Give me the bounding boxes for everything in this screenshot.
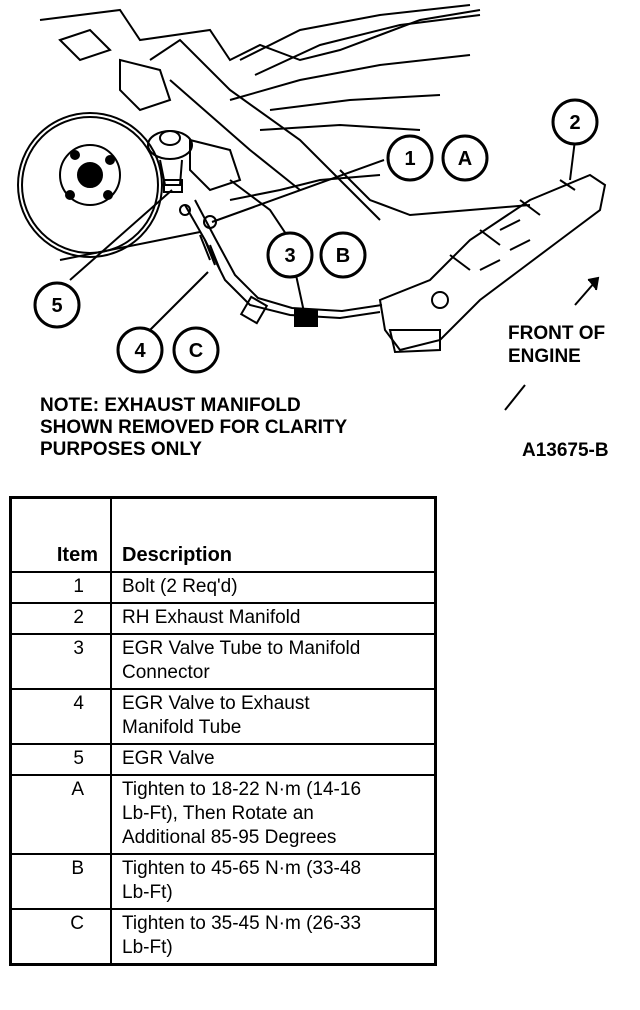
leader-lines: [69, 139, 576, 411]
description-line: Lb-Ft): [122, 937, 173, 958]
description-line: EGR Valve: [122, 748, 215, 769]
table-row: 5 EGR Valve: [9, 743, 437, 776]
legend-table: Item Description 1 Bolt (2 Req'd) 2 RH Exha…: [9, 496, 437, 966]
description-line: EGR Valve to Exhaust: [122, 693, 310, 714]
item-cell: 1: [9, 571, 112, 604]
item-cell: A: [9, 774, 112, 855]
note-line-1: NOTE: EXHAUST MANIFOLD: [40, 395, 301, 416]
egr-tube: [184, 199, 383, 327]
front-label-line-1: FRONT OF: [508, 323, 606, 344]
description-line: Tighten to 45-65 N·m (33-48: [122, 858, 362, 879]
callout-5-circle: [33, 281, 81, 329]
description-cell: Bolt (2 Req'd): [110, 571, 437, 604]
note-line-3: PURPOSES ONLY: [40, 439, 202, 460]
callout-2: 2: [569, 112, 580, 134]
callout-4-circle: [116, 326, 164, 374]
callout-3-circle: [266, 231, 314, 279]
description-line: Additional 85-95 Degrees: [122, 827, 337, 848]
callout-b: B: [336, 245, 350, 267]
engine-block: [39, 4, 481, 261]
callout-5: 5: [51, 295, 62, 317]
description-line: Lb-Ft), Then Rotate an: [122, 803, 314, 824]
callout-a-circle: [441, 134, 489, 182]
exhaust-manifold: [339, 169, 607, 354]
engine-illustration: 1 A 2 3 B 4 C 5: [17, 4, 607, 411]
table-row: 1 Bolt (2 Req'd): [9, 571, 437, 604]
item-cell: C: [9, 908, 112, 966]
description-line: RH Exhaust Manifold: [122, 607, 301, 628]
note-line-2: SHOWN REMOVED FOR CLARITY: [40, 417, 348, 438]
callout-3: 3: [284, 245, 295, 267]
header-description: Description: [110, 496, 437, 573]
description-cell: RH Exhaust Manifold: [110, 602, 437, 635]
note-text: NOTE: EXHAUST MANIFOLD SHOWN REMOVED FOR…: [40, 395, 460, 461]
description-line: EGR Valve Tube to Manifold: [122, 638, 361, 659]
flywheel: [17, 112, 163, 258]
callout-1: 1: [404, 148, 415, 170]
callout-b-circle: [319, 231, 367, 279]
front-label-line-2: ENGINE: [508, 346, 581, 367]
front-arrow: [574, 276, 600, 306]
header-item: Item: [9, 496, 112, 573]
item-cell: 3: [9, 633, 112, 690]
item-cell: 5: [9, 743, 112, 776]
callout-4: 4: [134, 340, 146, 362]
item-cell: 4: [9, 688, 112, 745]
callout-2-circle: [551, 98, 599, 146]
description-line: Manifold Tube: [122, 717, 242, 738]
description-line: Bolt (2 Req'd): [122, 576, 238, 597]
description-line: Tighten to 18-22 N·m (14-16: [122, 779, 362, 800]
egr-valve: [147, 130, 193, 193]
legend-header-row: Item Description: [9, 496, 437, 573]
bolts: [179, 204, 217, 229]
item-cell: B: [9, 853, 112, 910]
item-cell: 2: [9, 602, 112, 635]
callout-a: A: [458, 148, 472, 170]
figure-id: A13675-B: [522, 440, 609, 461]
description-cell: EGR Valve: [110, 743, 437, 776]
description-line: Tighten to 35-45 N·m (26-33: [122, 913, 362, 934]
callout-c: C: [189, 340, 203, 362]
callout-c-circle: [172, 326, 220, 374]
table-row: 2 RH Exhaust Manifold: [9, 602, 437, 635]
front-of-engine-label: FRONT OF ENGINE: [508, 322, 605, 368]
description-line: Lb-Ft): [122, 882, 173, 903]
description-line: Connector: [122, 662, 210, 683]
callout-1-circle: [386, 134, 434, 182]
